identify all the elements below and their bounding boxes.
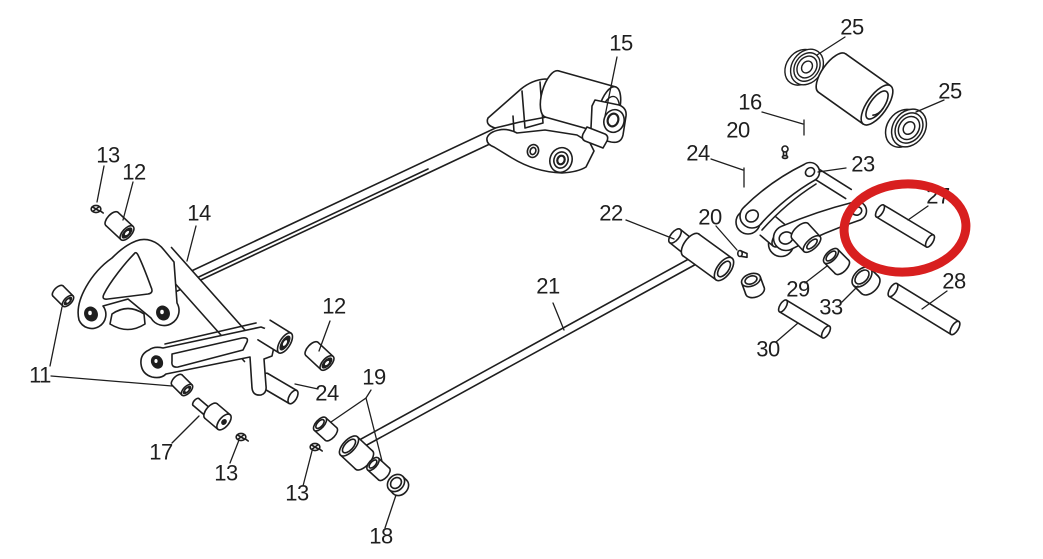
leader-line	[907, 205, 929, 221]
rod-21-end-bush	[338, 435, 375, 471]
leader-line	[915, 99, 945, 113]
bracket-14-boss	[257, 319, 294, 354]
leader-line	[294, 383, 319, 390]
leader-line	[817, 167, 847, 173]
ring-18	[386, 473, 410, 497]
part-number-label: 13	[285, 481, 309, 506]
screw-13-b	[235, 432, 249, 442]
link-19-group	[312, 416, 410, 497]
part-number-label: 29	[786, 277, 810, 302]
leader-line	[552, 302, 565, 331]
leader-line	[841, 285, 859, 303]
bushing-12-a	[104, 210, 135, 242]
bushing-33	[851, 266, 881, 296]
part-number-label: 22	[599, 201, 623, 226]
bushing-19-a	[312, 416, 339, 442]
part-number-label: 21	[536, 274, 560, 299]
part-number-label: 18	[369, 524, 393, 549]
leader-line	[50, 375, 173, 387]
part-number-label: 20	[726, 118, 750, 143]
part-number-label: 24	[686, 141, 710, 166]
bushing-11-b	[170, 373, 194, 397]
bracket-23	[735, 161, 868, 258]
part-number-label: 11	[29, 363, 51, 388]
part-number-label: 13	[214, 461, 238, 486]
roller-bracket-15	[486, 69, 627, 174]
leader-line	[49, 306, 63, 367]
part-number-label: 28	[942, 269, 966, 294]
leader-line	[604, 56, 618, 117]
bushing-19-b	[366, 456, 391, 482]
pin-20-a	[781, 145, 789, 160]
leader-line	[804, 265, 828, 284]
part-number-label: 25	[840, 15, 864, 40]
leader-line	[775, 322, 799, 343]
screw-13-a	[90, 204, 105, 214]
leader-line	[122, 181, 134, 221]
roller-16-assembly	[777, 39, 935, 158]
leader-line	[921, 290, 948, 310]
leader-line	[318, 320, 331, 352]
bushing-29	[822, 247, 851, 276]
pin-28	[887, 282, 961, 336]
leader-line	[816, 36, 846, 56]
pin-27	[874, 203, 936, 249]
bushing-12-b	[304, 340, 335, 372]
part-number-label: 20	[698, 205, 722, 230]
part-number-label: 30	[756, 337, 780, 362]
t-connector-22	[667, 228, 735, 282]
roller-16	[815, 52, 894, 126]
part-number-label: 12	[122, 160, 146, 185]
part-number-label: 12	[322, 294, 346, 319]
bolt-17	[191, 397, 232, 431]
part-number-label: 19	[362, 365, 386, 390]
part-number-label: 25	[938, 79, 962, 104]
part-number-label: 16	[738, 90, 762, 115]
part-number-label: 23	[851, 152, 875, 177]
leader-line	[625, 219, 675, 240]
leader-line	[302, 450, 313, 487]
leader-line	[710, 158, 744, 171]
pin-30	[777, 299, 832, 339]
leader-line	[171, 415, 200, 444]
bracket-14	[77, 238, 299, 405]
bushing-11-a	[51, 284, 75, 308]
leader-line	[384, 494, 397, 529]
part-number-label: 17	[149, 440, 173, 465]
leader-line	[761, 111, 804, 125]
part-number-label: 15	[609, 31, 633, 56]
roller-15-side-plate	[581, 99, 627, 149]
leader-line	[96, 165, 105, 203]
highlight-ellipse	[839, 179, 971, 277]
part-number-label: 33	[819, 295, 843, 320]
part-number-label: 13	[96, 143, 120, 168]
leader-line	[229, 439, 240, 464]
bracket-14-front-plate	[140, 326, 278, 396]
bracket-23-boss	[790, 221, 822, 254]
leader-line	[715, 225, 738, 251]
rod-21	[351, 254, 701, 452]
bushing-small	[740, 272, 766, 299]
pin-20-b	[736, 249, 748, 259]
roller-15-bosses	[526, 143, 573, 174]
leader-line	[365, 397, 383, 462]
part-number-label: 14	[187, 201, 211, 226]
upper-rod	[167, 123, 510, 294]
leader-line	[186, 225, 197, 262]
screw-13-c	[309, 442, 324, 452]
part-number-label: 24	[315, 381, 339, 406]
